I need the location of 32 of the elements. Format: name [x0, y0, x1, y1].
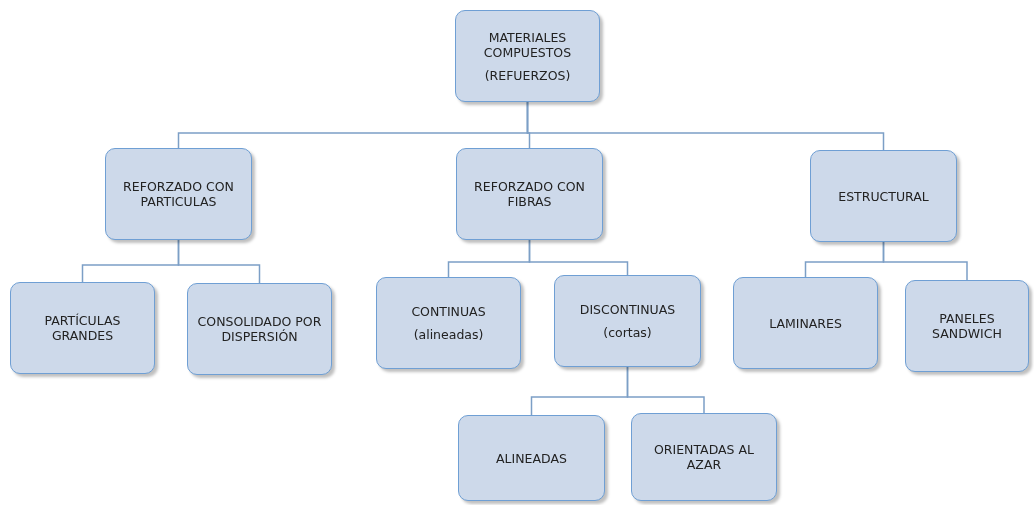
category-box — [554, 275, 701, 367]
box-label: PARTÍCULAS GRANDES — [43, 313, 122, 343]
box-label: (alineadas) — [413, 327, 484, 342]
category-box — [631, 413, 777, 501]
box-label: PANELES SANDWICH — [931, 311, 1003, 341]
box-label: (cortas) — [603, 325, 652, 340]
category-box — [905, 280, 1029, 372]
connector-line — [882, 241, 968, 281]
box-label: ORIENTADAS AL AZAR — [652, 442, 756, 472]
box-label: (REFUERZOS) — [484, 67, 571, 83]
box-label: CONSOLIDADO POR DISPERSIÓN — [196, 314, 323, 344]
connector-line — [526, 101, 885, 151]
category-box — [733, 277, 878, 369]
category-box — [10, 282, 155, 374]
category-box — [376, 277, 521, 369]
category-box — [455, 10, 600, 102]
connector-line — [528, 239, 629, 276]
box-label: REFORZADO CON PARTICULAS — [122, 179, 235, 209]
category-box — [810, 150, 957, 242]
connector-line — [177, 239, 261, 284]
category-box — [187, 283, 332, 375]
box-label: ALINEADAS — [496, 450, 567, 466]
box-label: ESTRUCTURAL — [838, 188, 929, 204]
box-label: MATERIALES COMPUESTOS — [482, 29, 573, 60]
connector-line — [626, 366, 705, 414]
category-box — [458, 415, 605, 501]
category-box — [456, 148, 603, 240]
category-box — [105, 148, 252, 240]
box-label: LAMINARES — [769, 315, 842, 331]
box-label: DISCONTINUAS — [579, 302, 676, 317]
box-label: CONTINUAS — [411, 304, 486, 319]
box-label: REFORZADO CON FIBRAS — [473, 179, 586, 209]
